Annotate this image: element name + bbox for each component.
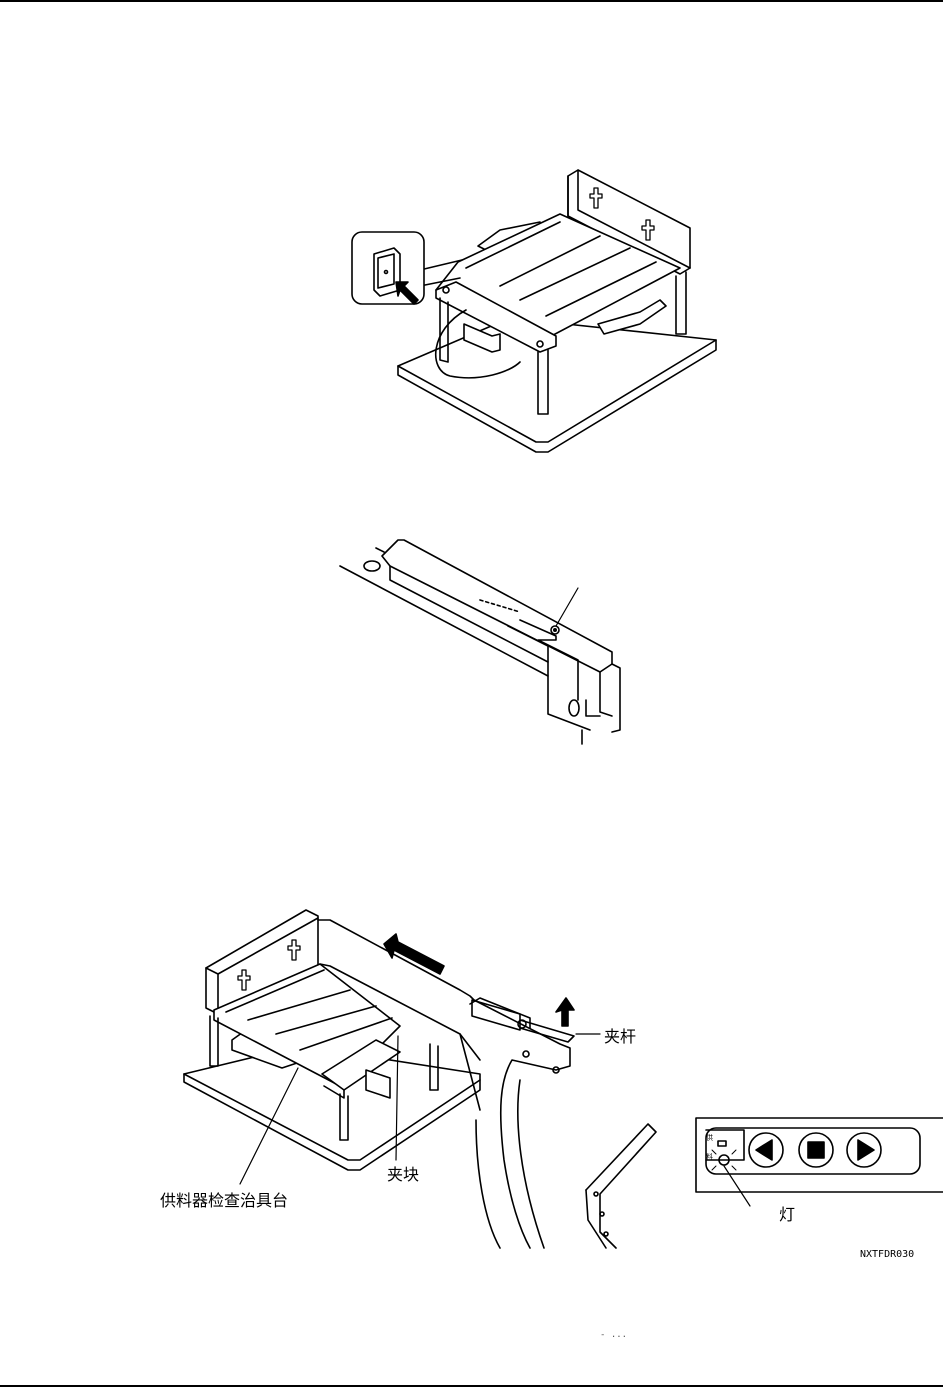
feeder-stand-label: 供料器检查治具台 (160, 1187, 288, 1211)
panel-indicator-top: 供 (706, 1133, 713, 1143)
footer-fragment: - ... (600, 1330, 627, 1340)
lamp-label: 灯 (779, 1201, 795, 1225)
clamp-lever-label: 夹杆 (604, 1023, 636, 1047)
bottom-rule (0, 1385, 943, 1387)
figure-3-feeder-on-stand (0, 0, 943, 1260)
panel-indicator-bottom: 料 (706, 1152, 713, 1162)
figure-code: NXTFDR030 (860, 1249, 914, 1260)
clamp-block-label: 夹块 (387, 1161, 419, 1185)
